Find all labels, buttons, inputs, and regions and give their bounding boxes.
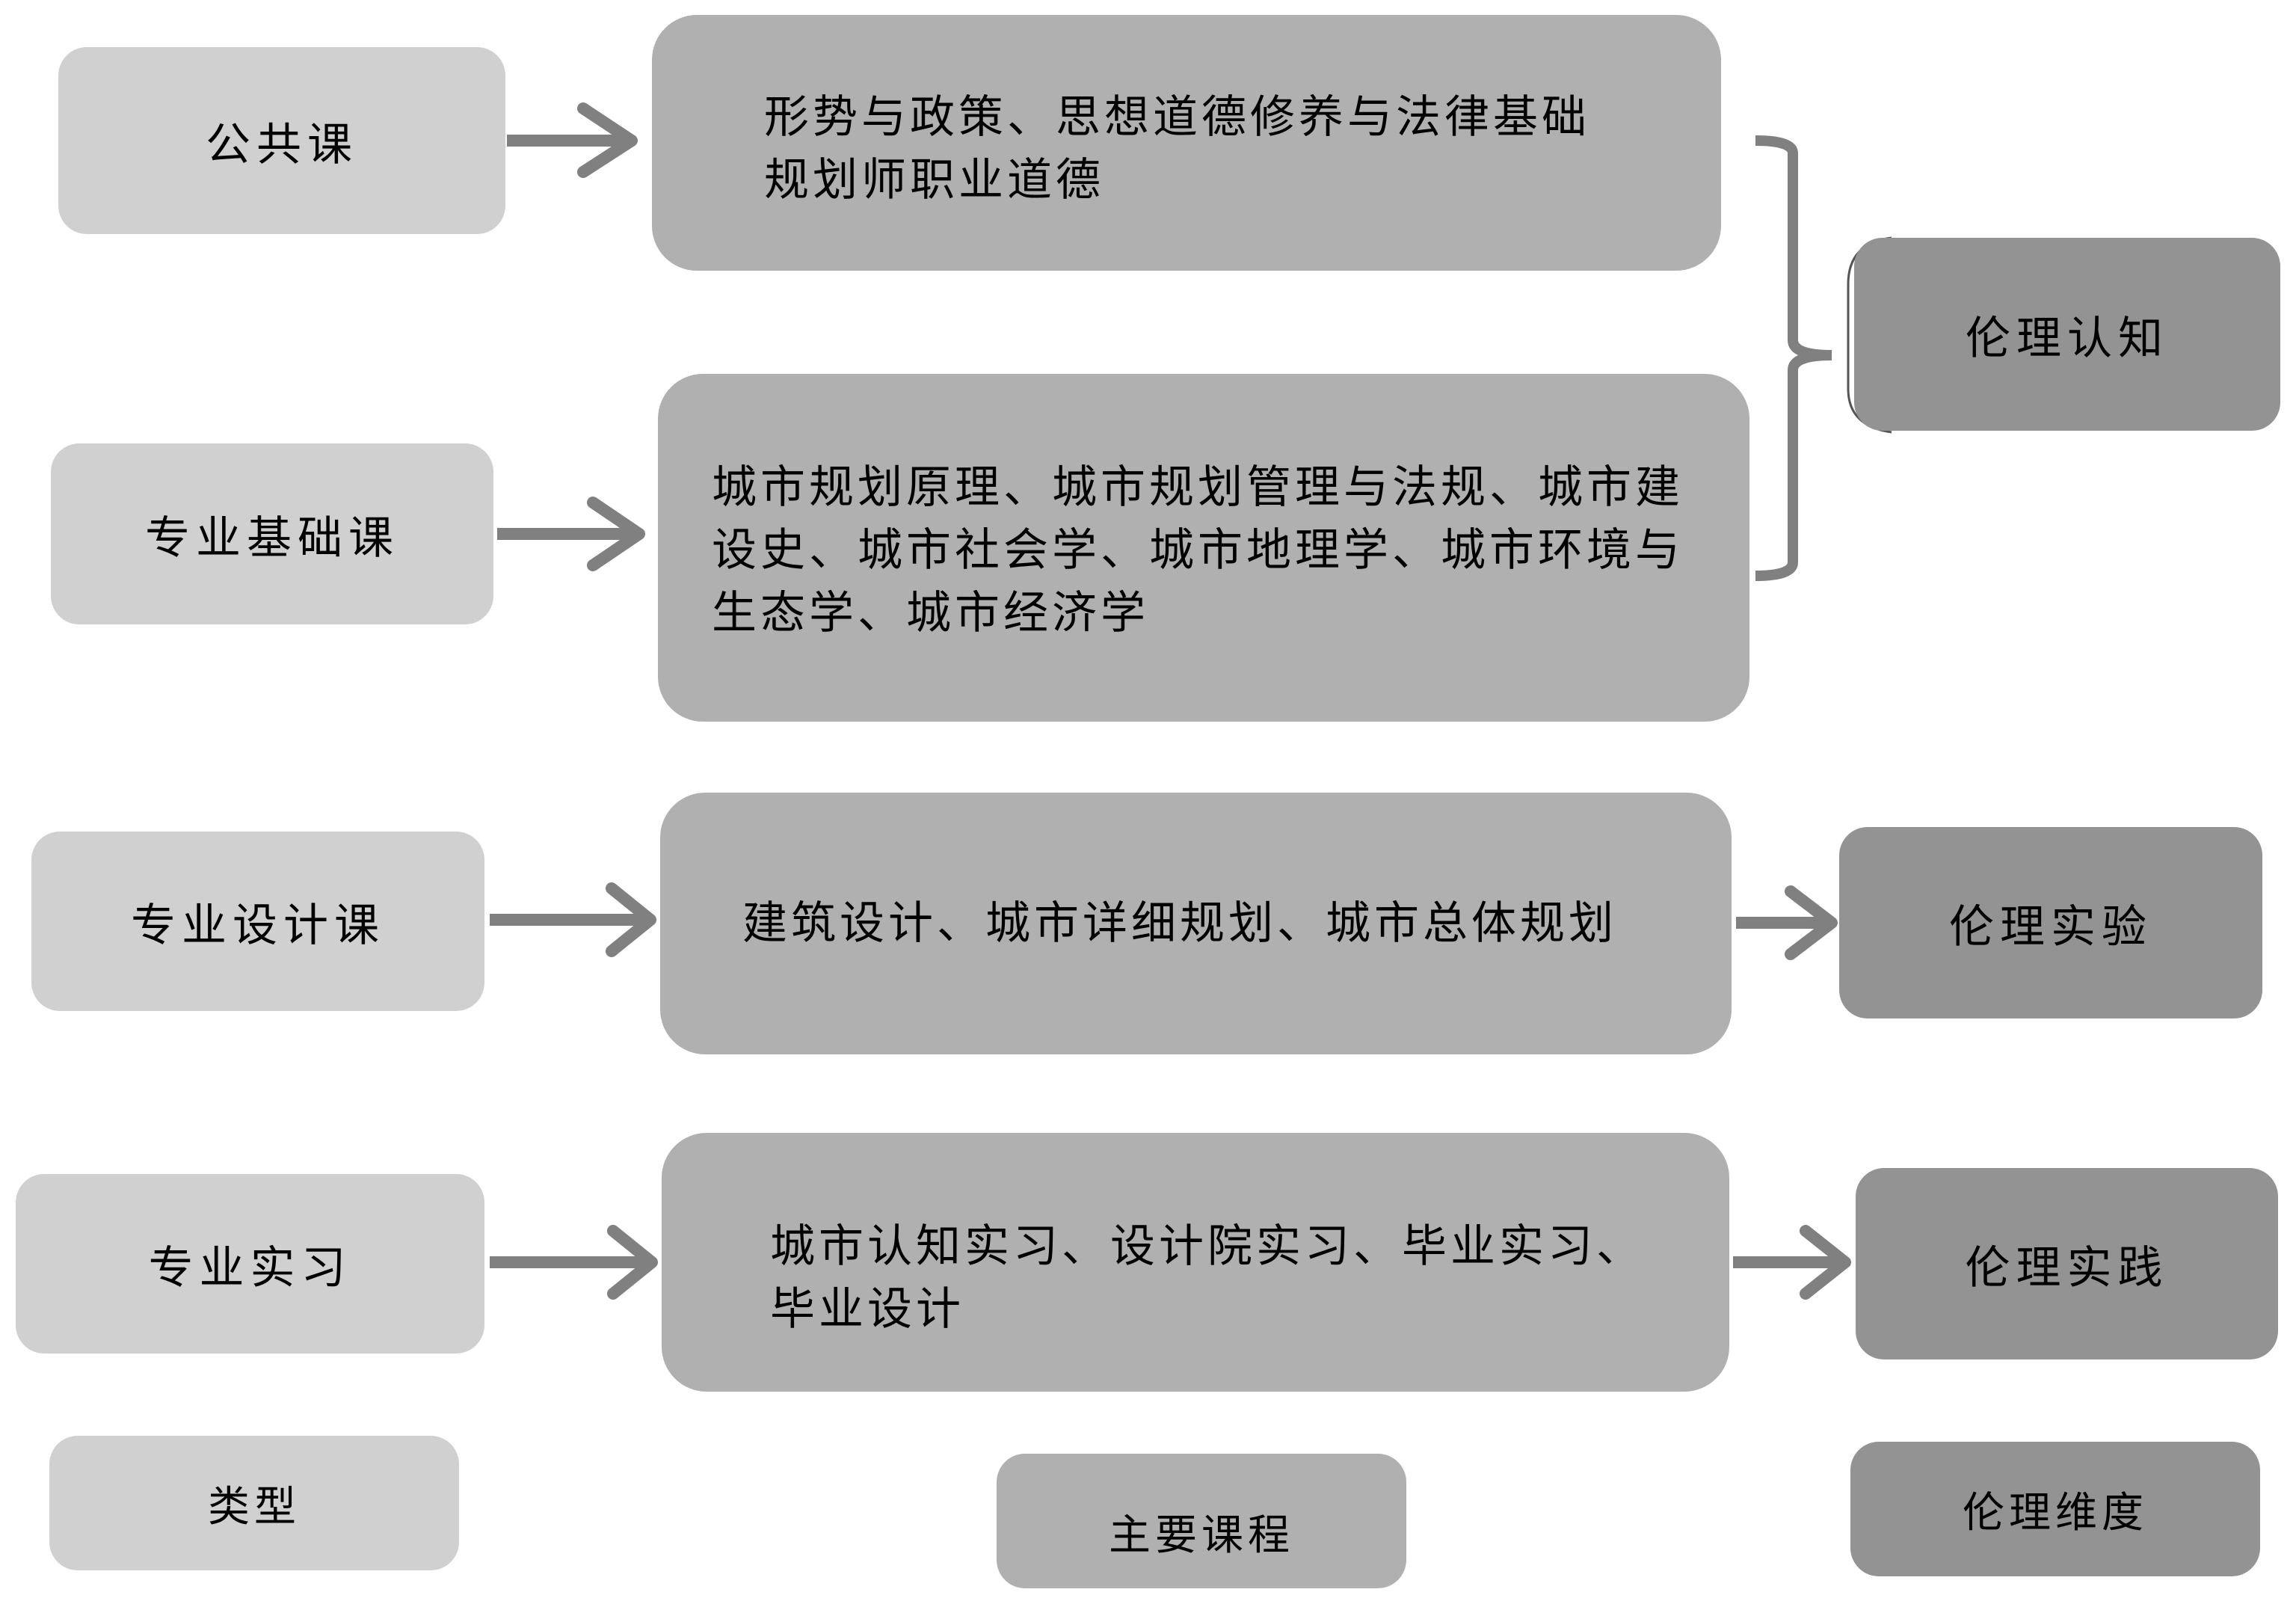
dimension-box-experiment: 伦理实验 xyxy=(1839,827,2262,1018)
arrow-row3 xyxy=(490,882,656,957)
dimension-label: 伦理实验 xyxy=(1949,900,2152,953)
legend-label: 伦理维度 xyxy=(1963,1488,2148,1537)
type-label: 专业实习 xyxy=(148,1241,352,1294)
course-list: 形势与政策、思想道德修养与法律基础 规划师职业道德 xyxy=(764,91,1590,206)
arrow-to-experiment xyxy=(1736,885,1838,960)
legend-courses: 主要课程 xyxy=(997,1454,1406,1588)
arrow-row4 xyxy=(490,1225,658,1300)
course-box-design: 建筑设计、城市详细规划、城市总体规划 xyxy=(660,793,1732,1054)
course-box-public: 形势与政策、思想道德修养与法律基础 规划师职业道德 xyxy=(652,15,1721,271)
legend-type: 类型 xyxy=(49,1436,459,1570)
type-label: 专业设计课 xyxy=(131,899,385,952)
arrow-row1 xyxy=(507,102,638,178)
legend-label: 主要课程 xyxy=(1109,1511,1294,1560)
legend-label: 类型 xyxy=(208,1482,301,1531)
course-list: 城市规划原理、城市规划管理与法规、城市建 设史、城市社会学、城市地理学、城市环境… xyxy=(712,461,1684,639)
course-list: 城市认知实习、设计院实习、毕业实习、 毕业设计 xyxy=(770,1220,1645,1336)
arrow-row2 xyxy=(497,497,645,571)
type-box-design: 专业设计课 xyxy=(31,832,484,1011)
course-list: 建筑设计、城市详细规划、城市总体规划 xyxy=(742,897,1617,950)
type-label: 公共课 xyxy=(206,118,358,171)
legend-dimension: 伦理维度 xyxy=(1850,1442,2260,1576)
arrow-to-practice xyxy=(1733,1225,1851,1300)
type-box-public: 公共课 xyxy=(58,47,505,234)
type-label: 专业基础课 xyxy=(145,511,399,565)
dimension-label: 伦理认知 xyxy=(1966,312,2169,365)
dimension-box-practice: 伦理实践 xyxy=(1856,1168,2278,1359)
type-box-foundation: 专业基础课 xyxy=(51,443,493,624)
bracket-icon xyxy=(1755,135,1832,581)
dimension-label: 伦理实践 xyxy=(1965,1241,2169,1294)
type-box-internship: 专业实习 xyxy=(16,1174,484,1353)
course-box-internship: 城市认知实习、设计院实习、毕业实习、 毕业设计 xyxy=(662,1133,1729,1392)
dimension-box-cognition: 伦理认知 xyxy=(1854,238,2280,431)
course-box-foundation: 城市规划原理、城市规划管理与法规、城市建 设史、城市社会学、城市地理学、城市环境… xyxy=(658,374,1749,722)
